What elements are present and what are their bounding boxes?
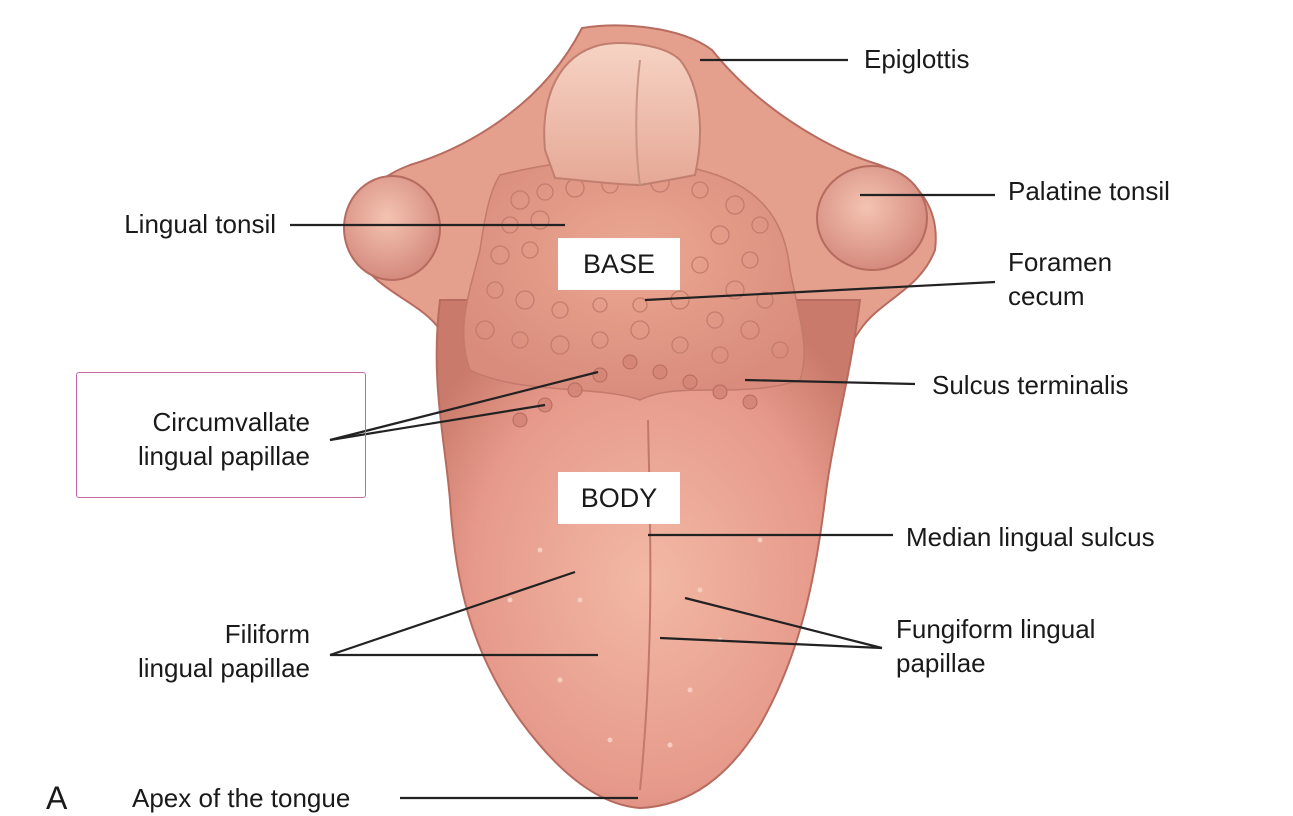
leader-circumvallate-1	[329, 370, 599, 442]
leader-sulcus-terminalis	[744, 378, 916, 386]
palatine-tonsil-right	[816, 165, 928, 271]
circumvallate-callout-box	[76, 372, 366, 498]
label-circumvallate-line1: Circumvallate	[152, 407, 311, 437]
region-body-box: BODY	[558, 472, 680, 524]
label-foramen-cecum-line1: Foramen	[1008, 247, 1113, 277]
label-sulcus-terminalis: Sulcus terminalis	[932, 370, 1129, 400]
palatine-tonsil-left	[343, 175, 441, 281]
label-apex: Apex of the tongue	[132, 783, 351, 813]
leader-foramen-cecum	[644, 280, 996, 302]
region-body-text: BODY	[580, 483, 658, 513]
label-palatine-tonsil: Palatine tonsil	[1008, 176, 1170, 206]
label-epiglottis: Epiglottis	[864, 44, 970, 74]
label-foramen-cecum-line2: cecum	[1008, 281, 1085, 311]
label-median-lingual-sulcus: Median lingual sulcus	[906, 522, 1155, 552]
panel-letter: A	[46, 780, 68, 816]
tongue-body	[435, 298, 862, 810]
label-fungiform-line2: papillae	[896, 648, 986, 678]
leader-fungiform-2	[659, 636, 883, 650]
epiglottis-shape	[543, 42, 701, 187]
label-fungiform-line1: Fungiform lingual	[896, 614, 1096, 644]
region-base-text: BASE	[582, 249, 656, 279]
median-sulcus-line	[639, 419, 652, 791]
leader-filiform-1	[329, 570, 576, 657]
leader-fungiform-1	[684, 596, 883, 650]
label-filiform-line1: Filiform	[224, 619, 310, 649]
label-filiform-line2: lingual papillae	[137, 653, 310, 683]
region-base-box: BASE	[558, 238, 680, 290]
label-lingual-tonsil: Lingual tonsil	[124, 209, 276, 239]
label-circumvallate-line2: lingual papillae	[137, 441, 310, 471]
